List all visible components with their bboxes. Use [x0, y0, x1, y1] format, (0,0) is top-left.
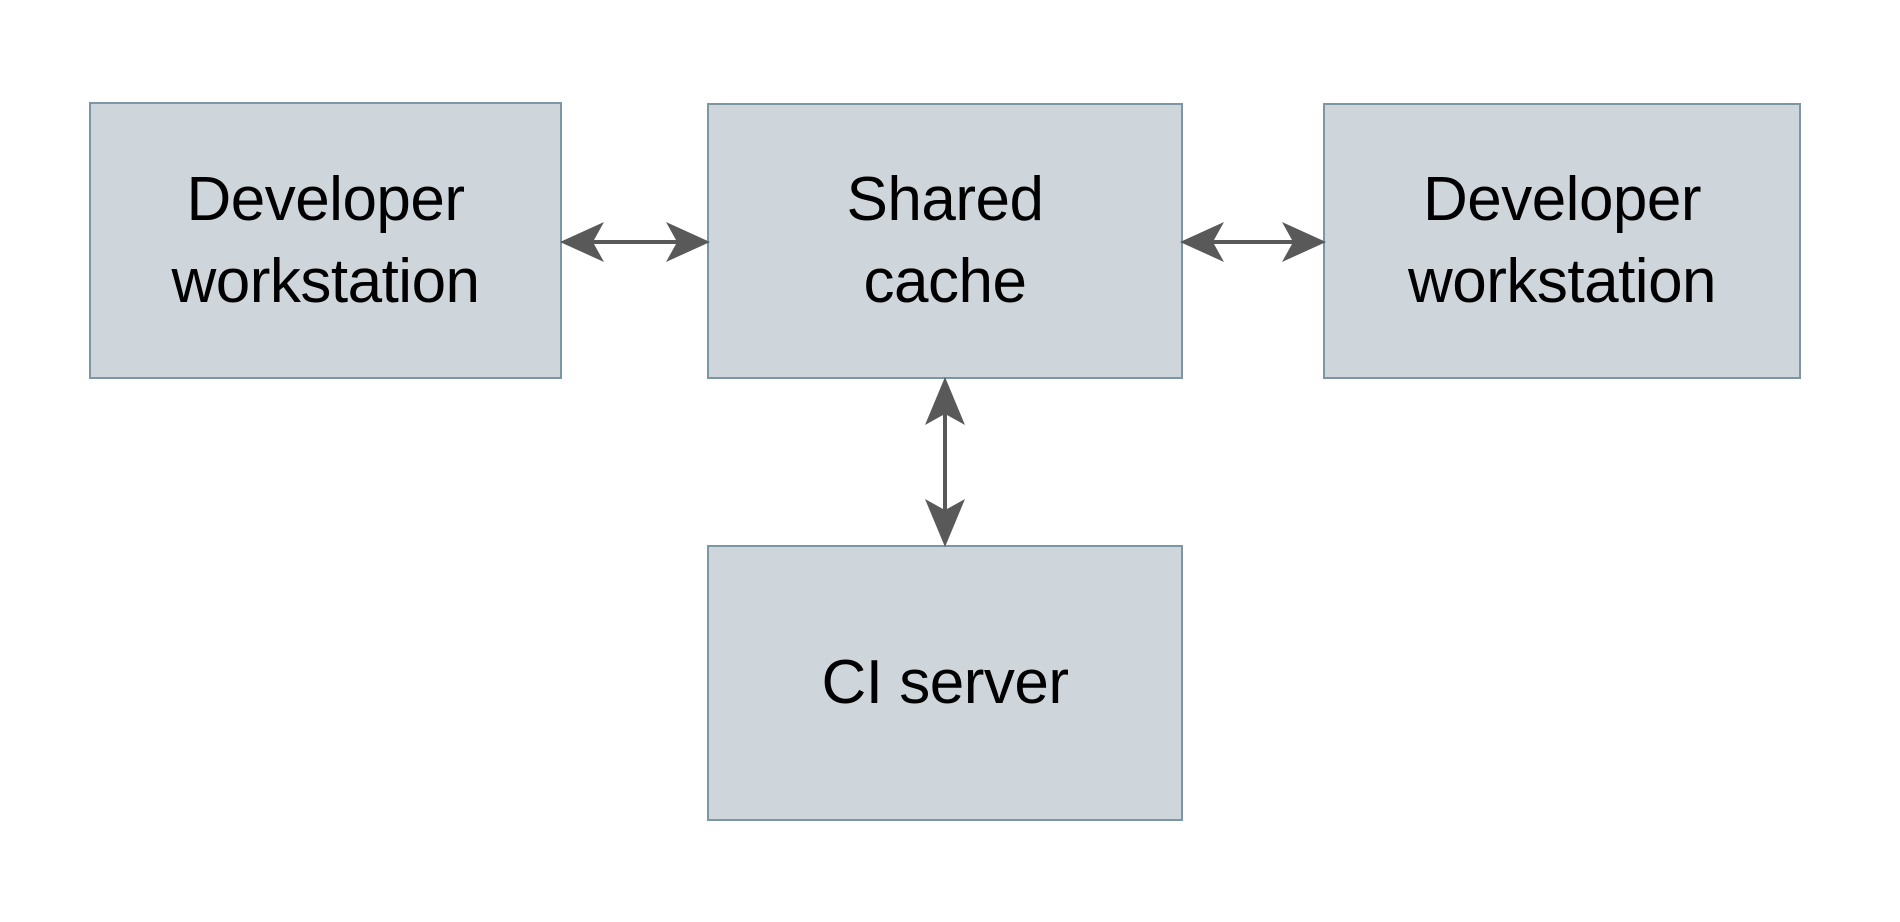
node-shared-cache[interactable]: Shared cache: [707, 103, 1183, 379]
node-label-developer-workstation-right: Developer workstation: [1407, 165, 1717, 316]
node-label-shared-cache: Shared cache: [846, 165, 1044, 316]
node-label-ci-server: CI server: [821, 648, 1069, 718]
node-developer-workstation-left[interactable]: Developer workstation: [89, 102, 562, 379]
double-arrow-horizontal-icon: [560, 222, 710, 262]
double-arrow-horizontal-icon: [1180, 222, 1326, 262]
double-arrow-vertical-icon: [925, 377, 965, 547]
edge-shared-cache-to-developer-workstation-right: [1180, 222, 1326, 262]
edge-developer-workstation-left-to-shared-cache: [560, 222, 710, 262]
edge-shared-cache-to-ci-server: [925, 377, 965, 547]
node-ci-server[interactable]: CI server: [707, 545, 1183, 821]
node-label-developer-workstation-left: Developer workstation: [171, 164, 480, 316]
node-developer-workstation-right[interactable]: Developer workstation: [1323, 103, 1801, 379]
